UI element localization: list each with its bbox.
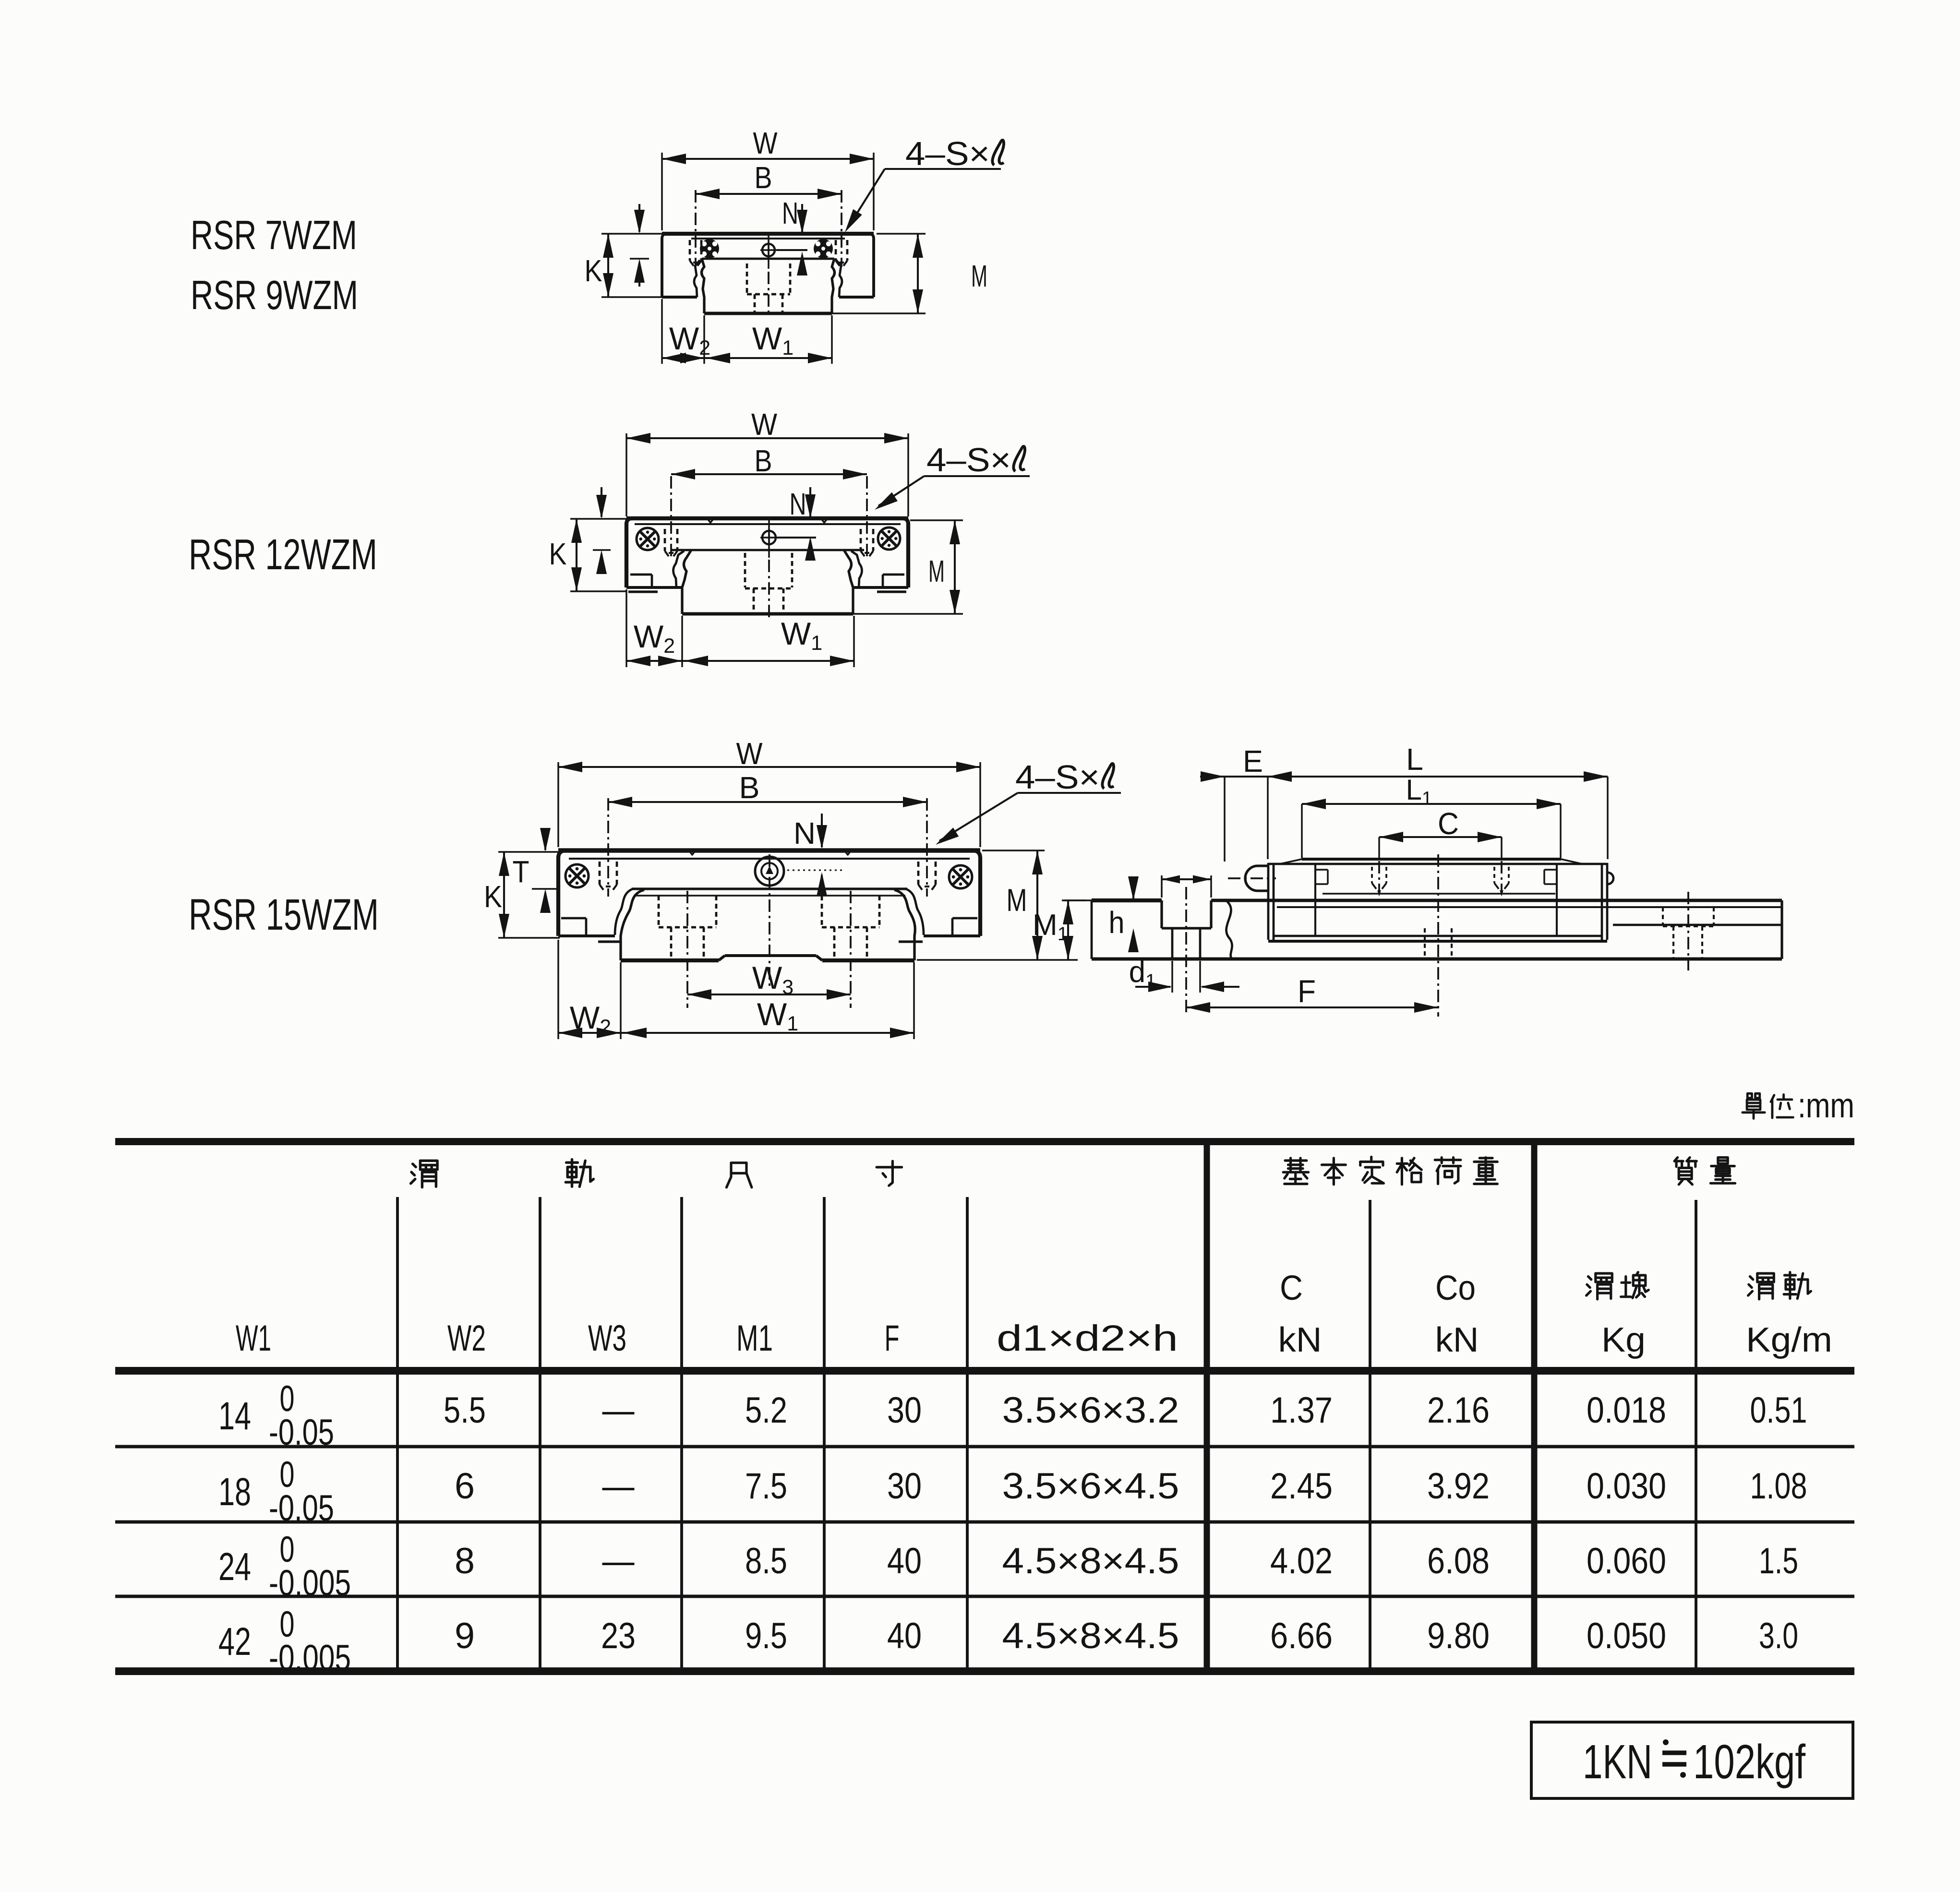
svg-text:L: L (1406, 742, 1423, 777)
svg-text:B: B (755, 443, 772, 478)
svg-text:—: — (602, 1390, 635, 1431)
svg-text:0: 0 (280, 1378, 295, 1419)
svg-text:5.5: 5.5 (444, 1390, 486, 1431)
svg-text:6.08: 6.08 (1427, 1541, 1490, 1581)
svg-text:6.66: 6.66 (1270, 1616, 1333, 1656)
svg-text:RSR 12WZM: RSR 12WZM (189, 531, 377, 579)
svg-text:0: 0 (280, 1604, 295, 1645)
svg-text:6: 6 (455, 1466, 475, 1507)
svg-text:B: B (739, 770, 760, 805)
svg-text:N: N (782, 196, 798, 230)
svg-text:0.060: 0.060 (1587, 1541, 1666, 1581)
svg-text:W3: W3 (588, 1318, 626, 1359)
svg-text:30: 30 (887, 1466, 922, 1507)
svg-text:B: B (755, 160, 772, 195)
svg-text:K: K (484, 879, 502, 914)
svg-text:E: E (1243, 744, 1263, 778)
svg-text:RSR 7WZM: RSR 7WZM (191, 213, 357, 258)
svg-text:kN: kN (1278, 1321, 1322, 1359)
svg-text:14: 14 (218, 1394, 251, 1438)
svg-text:C: C (1280, 1269, 1303, 1307)
svg-text:T: T (513, 854, 529, 889)
svg-text:40: 40 (887, 1616, 922, 1656)
svg-text:K: K (549, 537, 567, 571)
svg-text:4–S×: 4–S× (926, 441, 1011, 479)
svg-text:F: F (1298, 973, 1316, 1009)
svg-text:F: F (885, 1318, 900, 1359)
svg-text:4–S×: 4–S× (905, 135, 990, 172)
svg-text:3.92: 3.92 (1427, 1466, 1490, 1507)
svg-text:W2: W2 (634, 619, 675, 658)
svg-text:W: W (753, 126, 778, 160)
svg-text:K: K (585, 253, 602, 288)
svg-text:-0.005: -0.005 (269, 1563, 351, 1604)
svg-text:0.018: 0.018 (1587, 1390, 1666, 1431)
svg-text:0.050: 0.050 (1587, 1616, 1666, 1656)
svg-text:M1: M1 (736, 1318, 773, 1359)
svg-text:42: 42 (218, 1620, 251, 1664)
svg-text:N: N (790, 487, 806, 521)
svg-text:102kgf: 102kgf (1693, 1735, 1805, 1789)
svg-text:M: M (971, 259, 987, 293)
svg-text:1.37: 1.37 (1270, 1390, 1333, 1431)
svg-text:9.5: 9.5 (745, 1616, 787, 1656)
svg-text:8.5: 8.5 (745, 1541, 787, 1581)
svg-text:C: C (1438, 806, 1459, 841)
svg-text:L1: L1 (1406, 774, 1432, 809)
svg-text:—: — (602, 1466, 635, 1507)
svg-text:RSR 15WZM: RSR 15WZM (189, 890, 379, 939)
svg-text:4–S×: 4–S× (1015, 758, 1100, 796)
svg-text:Kg/m: Kg/m (1746, 1321, 1832, 1359)
svg-text:3.5×6×4.5: 3.5×6×4.5 (1002, 1466, 1179, 1507)
svg-text:3.0: 3.0 (1759, 1616, 1798, 1656)
svg-text:0.030: 0.030 (1587, 1466, 1666, 1507)
svg-text:4.5×8×4.5: 4.5×8×4.5 (1002, 1541, 1179, 1581)
svg-text:W: W (736, 736, 763, 771)
svg-text:0: 0 (280, 1454, 295, 1495)
svg-text:M: M (1007, 882, 1027, 918)
svg-text:W: W (751, 407, 778, 442)
svg-text:W2: W2 (447, 1318, 486, 1359)
svg-text:N: N (794, 816, 816, 850)
svg-text:kN: kN (1435, 1321, 1479, 1359)
svg-text:M: M (928, 554, 945, 588)
svg-text:0.51: 0.51 (1750, 1390, 1807, 1431)
svg-text:RSR 9WZM: RSR 9WZM (191, 273, 358, 318)
svg-text:8: 8 (455, 1541, 475, 1581)
svg-text:4.02: 4.02 (1270, 1541, 1333, 1581)
svg-text:1.08: 1.08 (1750, 1466, 1807, 1507)
svg-text:1.5: 1.5 (1759, 1541, 1798, 1581)
svg-text:h: h (1109, 905, 1125, 940)
svg-text:1KN: 1KN (1583, 1735, 1652, 1789)
svg-text:d1×d2×h: d1×d2×h (997, 1318, 1178, 1359)
svg-text::mm: :mm (1798, 1087, 1854, 1125)
svg-text:Kg: Kg (1601, 1321, 1646, 1359)
svg-text:d1: d1 (1129, 956, 1156, 992)
svg-text:4.5×8×4.5: 4.5×8×4.5 (1002, 1616, 1179, 1656)
svg-text:9: 9 (455, 1616, 475, 1656)
svg-text:0: 0 (280, 1529, 295, 1570)
svg-text:—: — (602, 1541, 635, 1581)
svg-text:-0.005: -0.005 (269, 1638, 351, 1678)
svg-text:2.45: 2.45 (1270, 1466, 1333, 1507)
svg-text:9.80: 9.80 (1427, 1616, 1490, 1656)
svg-text:Co: Co (1435, 1269, 1476, 1307)
svg-text:5.2: 5.2 (745, 1390, 787, 1431)
svg-text:24: 24 (218, 1545, 251, 1589)
svg-text:23: 23 (601, 1616, 636, 1656)
svg-text:30: 30 (887, 1390, 922, 1431)
svg-text:3.5×6×3.2: 3.5×6×3.2 (1002, 1390, 1179, 1431)
svg-text:7.5: 7.5 (745, 1466, 787, 1507)
svg-text:-0.05: -0.05 (269, 1488, 334, 1529)
svg-text:2.16: 2.16 (1427, 1390, 1490, 1431)
svg-text:18: 18 (218, 1470, 251, 1514)
svg-text:40: 40 (887, 1541, 922, 1581)
svg-text:-0.05: -0.05 (269, 1412, 334, 1453)
svg-text:W1: W1 (236, 1318, 271, 1359)
